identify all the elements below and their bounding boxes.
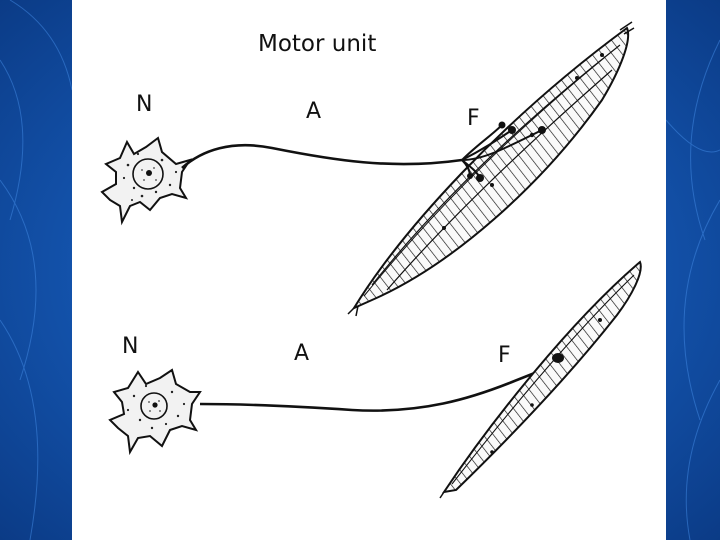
top-neuron-label: N bbox=[136, 92, 152, 117]
bottom-neuron-label: N bbox=[122, 334, 138, 359]
diagram-panel: Motor unit N A bbox=[72, 0, 666, 540]
top-motor-neuron bbox=[102, 138, 190, 222]
bottom-motor-neuron bbox=[110, 370, 200, 452]
diagram-title: Motor unit bbox=[258, 31, 376, 57]
bottom-fiber-label: F bbox=[498, 343, 511, 368]
bottom-axon bbox=[200, 364, 558, 411]
top-axon-label: A bbox=[306, 99, 321, 124]
bottom-end-plate bbox=[552, 353, 564, 363]
bottom-axon-label: A bbox=[294, 341, 309, 366]
top-axon bbox=[182, 145, 462, 168]
motor-unit-diagram: Motor unit N A bbox=[72, 0, 666, 540]
bottom-muscle-fiber bbox=[432, 250, 652, 500]
top-muscle-fiber bbox=[332, 0, 652, 320]
top-fiber-label: F bbox=[467, 106, 480, 131]
